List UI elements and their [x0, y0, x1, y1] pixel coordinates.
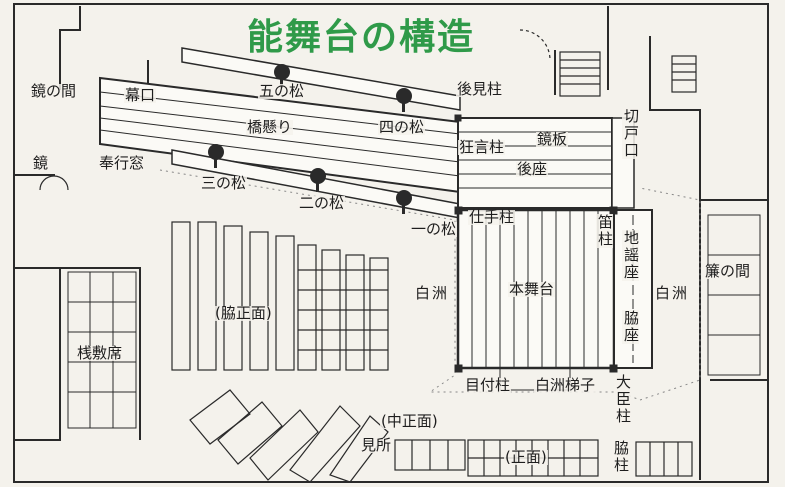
building-walls — [14, 6, 768, 480]
label-kagami-no-ma: 鏡の間 — [30, 82, 78, 100]
label-hashigakari: 橋懸り — [246, 118, 294, 136]
label-ichi-no-matsu: 一の松 — [410, 220, 458, 238]
label-shirasu-hashigo: 白洲梯子 — [534, 376, 597, 394]
door-arcs — [39, 29, 551, 191]
label-shite-bashira: 仕手柱 — [468, 208, 516, 226]
label-jiutai-za: 地謡座 — [622, 230, 640, 281]
label-kirido-guchi: 切戸口 — [622, 108, 640, 159]
pine-trees — [208, 64, 412, 214]
label-sajiki-seki: 桟敷席 — [76, 344, 124, 362]
label-shirasu-right: 白洲 — [654, 284, 691, 302]
label-san-no-matsu: 三の松 — [200, 174, 248, 192]
label-shirasu-left: 白洲 — [414, 284, 451, 302]
diagram-title: 能舞台の構造 — [247, 17, 476, 58]
label-koken-bashira: 後見柱 — [456, 80, 504, 98]
label-daijin-bashira: 大臣柱 — [614, 374, 632, 425]
waki-shomen-seats — [171, 221, 389, 371]
naka-shomen-seats — [189, 389, 466, 483]
label-kyogen-bashira: 狂言柱 — [458, 138, 506, 156]
label-ato-za: 後座 — [516, 160, 549, 178]
label-waki-bashira: 脇柱 — [612, 440, 630, 474]
label-yon-no-matsu: 四の松 — [378, 118, 426, 136]
right-rooms — [707, 214, 761, 376]
label-kagami-ita: 鏡板 — [536, 130, 569, 148]
label-fue-bashira: 笛柱 — [596, 214, 614, 248]
label-go-no-matsu: 五の松 — [258, 82, 306, 100]
label-ni-no-matsu: 二の松 — [298, 194, 346, 212]
label-shomen: (正面) — [504, 448, 548, 466]
label-kensho: 見所 — [360, 436, 393, 454]
label-kagami: 鏡 — [32, 154, 50, 172]
label-sudare-no-ma: 簾の間 — [704, 262, 752, 280]
label-metsuke-bashira: 目付柱 — [464, 376, 512, 394]
label-hon-butai: 本舞台 — [508, 280, 556, 298]
label-bugyo-mado: 奉行窓 — [98, 154, 146, 172]
label-waki-za: 脇座 — [622, 310, 640, 344]
staircase — [559, 51, 697, 97]
label-naka-shomen: (中正面) — [380, 412, 439, 430]
outer-frame — [13, 3, 769, 483]
label-makuguchi: 幕口 — [124, 86, 157, 104]
label-waki-shomen: (脇正面) — [214, 304, 273, 322]
